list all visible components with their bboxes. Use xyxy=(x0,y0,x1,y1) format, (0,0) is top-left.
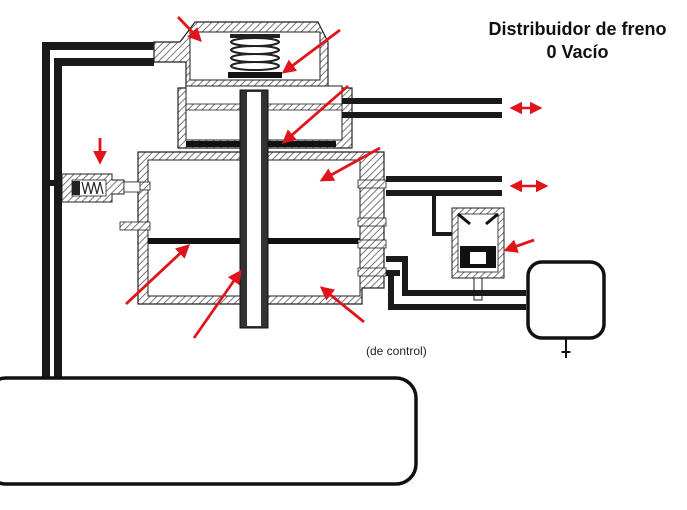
check-valve-icon xyxy=(42,173,141,203)
control-reservoir xyxy=(526,260,606,358)
title-line-1: Distribuidor de freno xyxy=(488,19,667,39)
middle-outlet-pipe xyxy=(386,176,502,236)
red-pointer-arrow-icon xyxy=(93,16,535,339)
piston-rod-icon xyxy=(239,89,269,329)
battery-sign: + xyxy=(561,342,572,362)
diagram-title: Distribuidor de freno 0 Vacío xyxy=(470,18,685,64)
control-caption: (de control) xyxy=(366,344,427,358)
spring-icon xyxy=(228,34,282,78)
lower-control-pipe xyxy=(386,256,526,310)
control-cylinder xyxy=(451,207,505,301)
upper-outlet-pipe xyxy=(342,98,502,118)
main-reservoir xyxy=(0,376,418,486)
left-supply-pipe xyxy=(42,42,154,380)
double-arrow-icon xyxy=(509,101,549,193)
title-line-2: 0 Vacío xyxy=(546,42,609,62)
